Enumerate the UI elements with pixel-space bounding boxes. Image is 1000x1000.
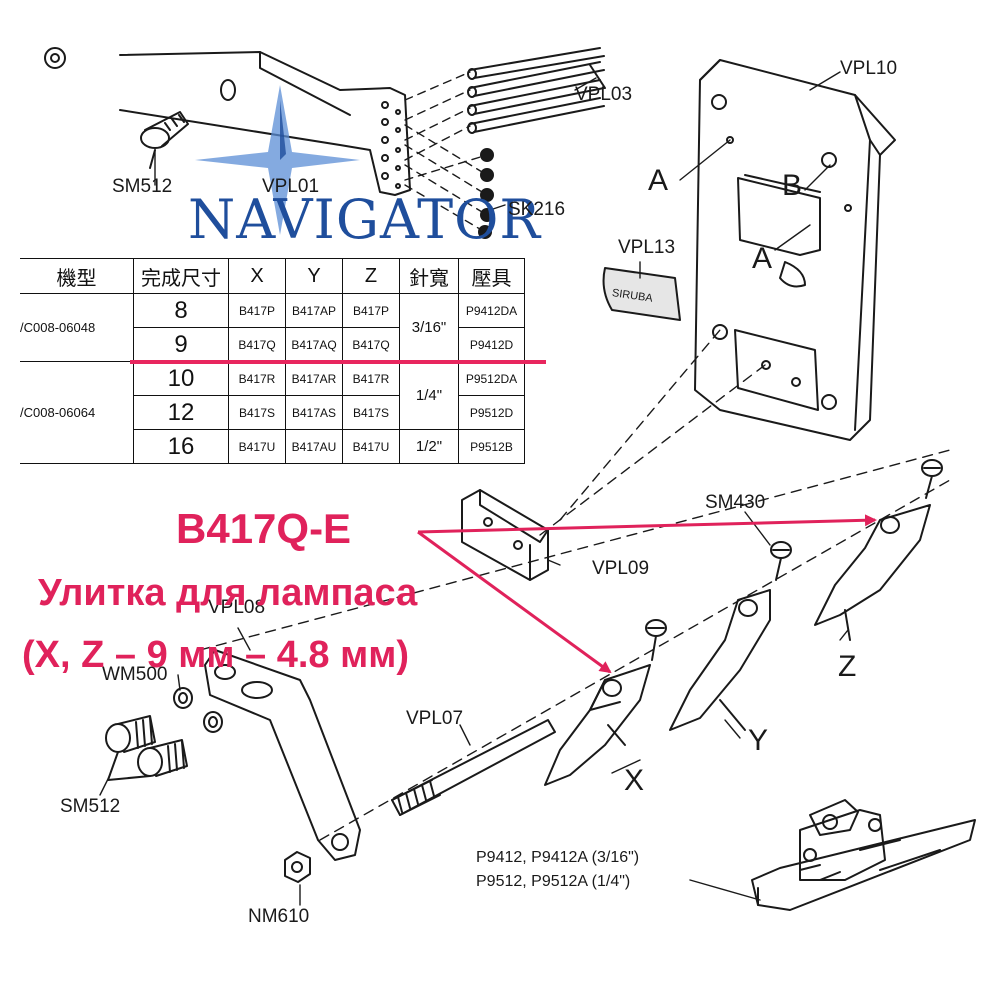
arm-vpl08	[204, 649, 361, 861]
bracket-vpl01	[44, 47, 411, 196]
label-vpl10: VPL10	[840, 58, 897, 79]
gauge-cell: P9512D	[458, 395, 525, 430]
x-cell: B417S	[228, 395, 286, 430]
assembly-axis-lines	[199, 329, 951, 841]
needle-cell: 1/2"	[399, 429, 459, 464]
model-cell: /C008-06048	[20, 293, 134, 362]
x-cell: B417R	[228, 361, 286, 396]
header-gauge: 壓具	[458, 258, 525, 294]
header-size: 完成尺寸	[133, 258, 229, 294]
z-cell: B417S	[342, 395, 400, 430]
z-cell: B417P	[342, 293, 400, 328]
label-vpl08: VPL08	[208, 597, 265, 618]
y-cell: B417AR	[285, 361, 343, 396]
screw-sm512-top	[140, 111, 189, 169]
leader-lines	[99, 71, 849, 906]
label-sm512-top: SM512	[112, 176, 172, 197]
assembly-lines-top	[404, 71, 488, 233]
callout-dimensions: (X, Z – 9 мм – 4.8 мм)	[22, 634, 409, 676]
plate-vpl10	[694, 59, 896, 441]
label-a-lower: A	[752, 242, 772, 275]
part-labels: VPL03 VPL10 SM512 VPL01 SK216 A B A VPL1…	[60, 58, 897, 927]
gauge-cell: P9512B	[458, 429, 525, 464]
label-vpl03: VPL03	[575, 84, 632, 105]
x-cell: B417U	[228, 429, 286, 464]
label-vpl09: VPL09	[592, 558, 649, 579]
size-cell: 12	[133, 395, 229, 430]
folder-z	[814, 459, 943, 641]
label-vpl13: VPL13	[618, 237, 675, 258]
table-row: 12 B417S B417AS B417S P9512D	[20, 395, 525, 430]
header-model: 機型	[20, 258, 134, 294]
compass-star-icon	[195, 85, 360, 235]
label-gauge-line1: P9412, P9412A (3/16")	[476, 849, 639, 866]
label-a-upper: A	[648, 164, 668, 197]
screws-sm512-bottom	[105, 715, 188, 781]
folder-y	[669, 541, 792, 731]
z-cell: B417U	[342, 429, 400, 464]
arrow-to-z	[417, 514, 877, 534]
nut-nm610	[284, 851, 311, 883]
table-row: 16 B417U B417AU B417U 1/2" P9512B	[20, 429, 525, 464]
table-header-row: 機型 完成尺寸 X Y Z 針寬 壓具	[20, 258, 525, 294]
needle-cell: 3/16"	[399, 293, 459, 362]
label-z: Z	[838, 650, 856, 683]
callout-description: Улитка для лампаса	[38, 572, 418, 614]
z-cell: B417R	[342, 361, 400, 396]
label-x: X	[624, 764, 644, 797]
model-cell: /C008-06064	[20, 361, 134, 464]
table-row: /C008-06048 8 B417P B417AP B417P 3/16" P…	[20, 293, 525, 362]
gauge-cell: P9512DA	[458, 361, 525, 396]
gauge-cell: P9412DA	[458, 293, 525, 328]
row-highlight-line	[130, 360, 546, 364]
table-row-highlighted: 9 B417Q B417AQ B417Q P9412D	[20, 327, 525, 362]
callout-part-code: B417Q-E	[176, 505, 352, 552]
header-x: X	[228, 258, 286, 294]
y-cell: B417AP	[285, 293, 343, 328]
arrow-to-x	[417, 530, 612, 674]
y-cell: B417AS	[285, 395, 343, 430]
label-sk216: SK216	[508, 199, 565, 220]
emblem-text: SIRUBA	[611, 287, 654, 305]
x-cell: B417Q	[228, 327, 286, 362]
label-b: B	[782, 169, 802, 202]
block-vpl09	[461, 489, 549, 581]
header-y: Y	[285, 258, 343, 294]
label-nm610: NM610	[248, 906, 309, 927]
logo-text: NAVIGATOR	[188, 188, 541, 251]
rod-vpl07	[391, 719, 556, 816]
label-vpl07: VPL07	[406, 708, 463, 729]
header-z: Z	[342, 258, 400, 294]
presser-foot	[751, 799, 976, 911]
folder-x	[544, 619, 667, 786]
screws-sk216	[478, 148, 494, 239]
size-cell: 10	[133, 361, 229, 396]
gauge-cell: P9412D	[458, 327, 525, 362]
label-gauge-line2: P9512, P9512A (1/4")	[476, 873, 630, 890]
x-cell: B417P	[228, 293, 286, 328]
size-cell: 8	[133, 293, 229, 328]
emblem-vpl13: SIRUBA	[602, 267, 681, 321]
table-row: /C008-06064 10 B417R B417AR B417R 1/4" P…	[20, 361, 525, 464]
label-sm512-bottom: SM512	[60, 796, 120, 817]
needle-cell: 1/4"	[399, 361, 459, 430]
y-cell: B417AQ	[285, 327, 343, 362]
navigator-logo: NAVIGATOR	[188, 85, 541, 251]
z-cell: B417Q	[342, 327, 400, 362]
label-sm430: SM430	[705, 492, 765, 513]
size-cell: 9	[133, 327, 229, 362]
y-cell: B417AU	[285, 429, 343, 464]
header-needle: 針寬	[399, 258, 459, 294]
callout-arrows	[417, 514, 877, 674]
label-vpl01: VPL01	[262, 176, 319, 197]
pins-vpl03	[467, 47, 606, 134]
label-y: Y	[748, 724, 768, 757]
spec-table: 機型 完成尺寸 X Y Z 針寬 壓具 /C008-06048 8 B417P …	[20, 258, 525, 464]
label-wm500: WM500	[102, 664, 167, 685]
washers-wm500	[173, 687, 223, 733]
size-cell: 16	[133, 429, 229, 464]
